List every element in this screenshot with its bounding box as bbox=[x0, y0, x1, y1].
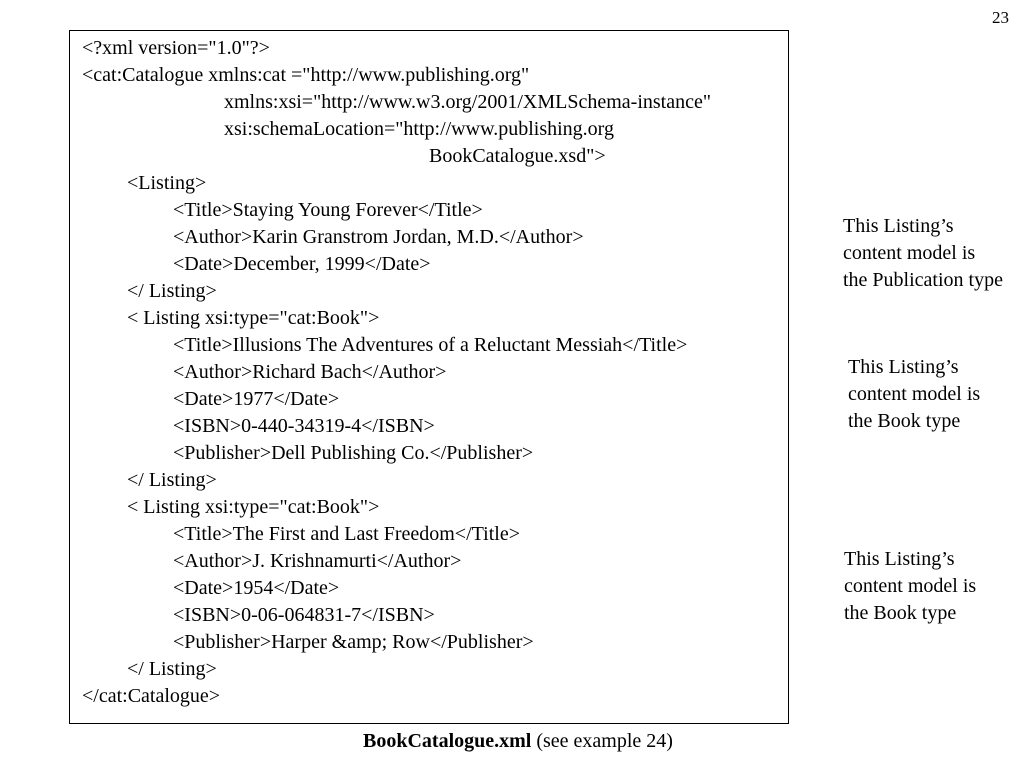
code-line: <Date>1954</Date> bbox=[173, 577, 340, 599]
code-line: </cat:Catalogue> bbox=[82, 685, 221, 707]
annotation-line: the Book type bbox=[844, 602, 957, 624]
code-line: </ Listing> bbox=[127, 280, 217, 302]
annotation-line: the Book type bbox=[848, 410, 961, 432]
annotation-book-type: This Listing’s content model is the Book… bbox=[844, 546, 976, 627]
caption-filename: BookCatalogue.xml bbox=[363, 730, 532, 752]
xml-code-box: <?xml version="1.0"?> <cat:Catalogue xml… bbox=[69, 30, 789, 724]
code-line: <Title>The First and Last Freedom</Title… bbox=[173, 523, 520, 545]
code-line: <Publisher>Dell Publishing Co.</Publishe… bbox=[173, 442, 534, 464]
code-line: <Publisher>Harper &amp; Row</Publisher> bbox=[173, 631, 534, 653]
code-line: xmlns:xsi="http://www.w3.org/2001/XMLSch… bbox=[224, 91, 712, 113]
code-line: < Listing xsi:type="cat:Book"> bbox=[127, 496, 380, 518]
code-line: </ Listing> bbox=[127, 658, 217, 680]
code-line: <Author>Karin Granstrom Jordan, M.D.</Au… bbox=[173, 226, 584, 248]
caption-reference: (see example 24) bbox=[531, 730, 673, 752]
code-line: BookCatalogue.xsd"> bbox=[429, 145, 606, 167]
annotation-line: content model is bbox=[843, 242, 976, 264]
code-line: <ISBN>0-440-34319-4</ISBN> bbox=[173, 415, 435, 437]
annotation-book-type: This Listing’s content model is the Book… bbox=[848, 354, 980, 435]
code-line: <cat:Catalogue xmlns:cat ="http://www.pu… bbox=[82, 64, 530, 86]
page-number: 23 bbox=[992, 8, 1009, 27]
annotation-line: This Listing’s bbox=[848, 356, 959, 378]
code-line: <Author>Richard Bach</Author> bbox=[173, 361, 447, 383]
code-line: xsi:schemaLocation="http://www.publishin… bbox=[224, 118, 614, 140]
code-line: </ Listing> bbox=[127, 469, 217, 491]
code-line: <?xml version="1.0"?> bbox=[82, 37, 270, 59]
code-line: <Date>December, 1999</Date> bbox=[173, 253, 431, 275]
figure-caption: BookCatalogue.xml (see example 24) bbox=[0, 728, 1024, 755]
annotation-line: content model is bbox=[848, 383, 981, 405]
code-line: <Listing> bbox=[127, 172, 207, 194]
code-line: <ISBN>0-06-064831-7</ISBN> bbox=[173, 604, 435, 626]
annotation-line: This Listing’s bbox=[844, 548, 955, 570]
code-line: <Title>Staying Young Forever</Title> bbox=[173, 199, 483, 221]
code-line: < Listing xsi:type="cat:Book"> bbox=[127, 307, 380, 329]
annotation-line: This Listing’s bbox=[843, 215, 954, 237]
code-line: <Date>1977</Date> bbox=[173, 388, 340, 410]
annotation-line: the Publication type bbox=[843, 269, 1003, 291]
annotation-publication-type: This Listing’s content model is the Publ… bbox=[843, 213, 1003, 294]
annotation-line: content model is bbox=[844, 575, 977, 597]
code-line: <Author>J. Krishnamurti</Author> bbox=[173, 550, 462, 572]
code-line: <Title>Illusions The Adventures of a Rel… bbox=[173, 334, 688, 356]
